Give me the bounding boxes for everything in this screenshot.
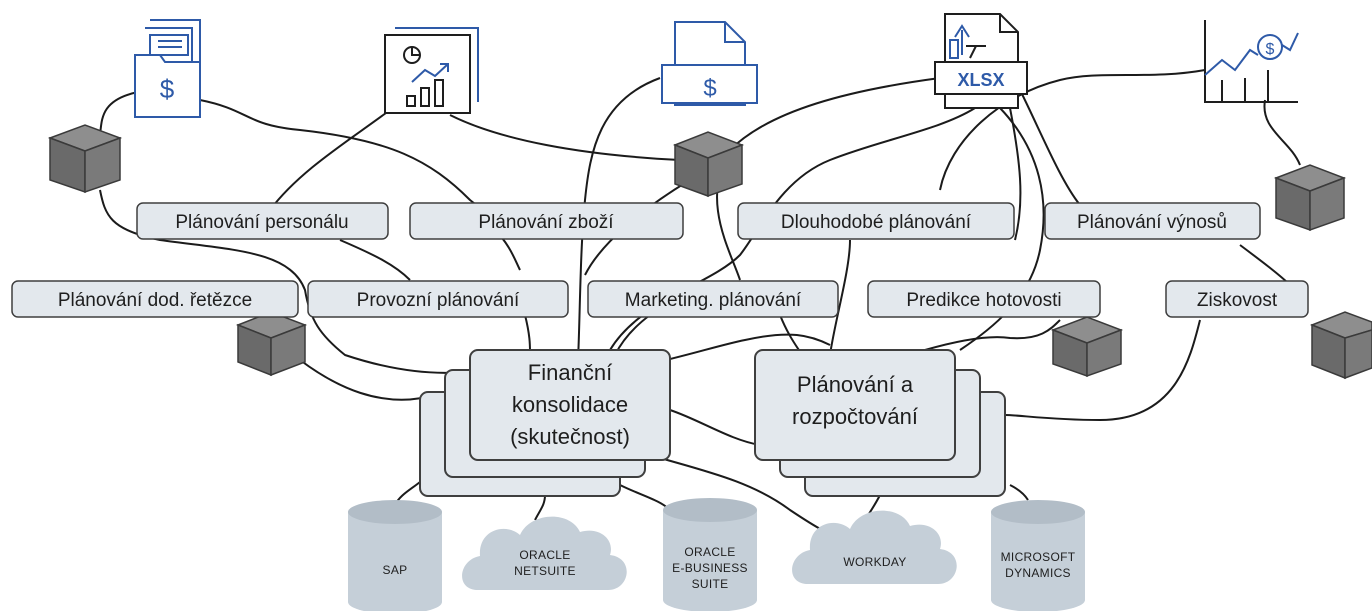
svg-text:Plánování zboží: Plánování zboží <box>478 212 614 233</box>
source-line: MICROSOFT <box>1001 550 1076 564</box>
source-line: SUITE <box>692 577 729 591</box>
svg-text:$: $ <box>1266 41 1275 58</box>
label-planovani-vynosu: Plánování výnosů <box>1044 202 1261 240</box>
source-line: DYNAMICS <box>1005 566 1071 580</box>
cube-icon <box>672 131 745 198</box>
svg-text:Dlouhodobé plánování: Dlouhodobé plánování <box>781 212 972 233</box>
hub-line: konsolidace <box>512 392 628 417</box>
svg-text:$: $ <box>160 74 175 104</box>
label-planovani-personalu: Plánování personálu <box>136 202 389 240</box>
source-microsoft-dynamics: MICROSOFT DYNAMICS <box>991 500 1085 611</box>
svg-text:Plánování personálu: Plánování personálu <box>175 212 348 233</box>
svg-text:Ziskovost: Ziskovost <box>1197 290 1278 311</box>
svg-text:Plánování dod. řetězce: Plánování dod. řetězce <box>58 290 252 311</box>
connector <box>99 189 466 374</box>
connector <box>1004 319 1201 422</box>
connector <box>644 333 831 366</box>
source-oracle-netsuite: ORACLE NETSUITE <box>462 516 627 590</box>
source-line: SAP <box>383 563 408 577</box>
connector <box>1239 244 1291 286</box>
label-planovani-zbozi: Plánování zboží <box>409 202 684 240</box>
connector <box>959 107 1045 351</box>
connector <box>339 239 411 281</box>
label-planovani-dod-retezce: Plánování dod. řetězce <box>11 280 299 318</box>
connector <box>939 69 1206 191</box>
connector <box>1019 89 1081 206</box>
folder-dollar-icon: $ <box>134 19 201 118</box>
connector <box>269 109 391 211</box>
label-predikce-hotovosti: Predikce hotovosti <box>867 280 1101 318</box>
cube-icon <box>1050 316 1124 378</box>
hub-line: rozpočtování <box>792 404 918 429</box>
report-chart-icon <box>384 27 479 114</box>
connector <box>829 239 851 356</box>
svg-text:Provozní plánování: Provozní plánování <box>357 290 520 311</box>
hub-line: Finanční <box>528 360 612 385</box>
source-oracle-ebs: ORACLE E-BUSINESS SUITE <box>663 498 757 611</box>
connector <box>99 91 139 136</box>
svg-text:Marketing. plánování: Marketing. plánování <box>625 290 802 311</box>
svg-text:XLSX: XLSX <box>957 70 1004 90</box>
source-workday: WORKDAY <box>792 510 957 584</box>
source-line: ORACLE <box>684 545 735 559</box>
invoice-dollar-icon: $ <box>661 21 758 106</box>
connector <box>299 359 423 401</box>
connector <box>1009 484 1029 501</box>
connector <box>1263 99 1301 166</box>
connector <box>577 77 661 361</box>
label-dlouhodobe-planovani: Dlouhodobé plánování <box>737 202 1015 240</box>
connector <box>924 319 1061 351</box>
xlsx-file-icon: XLSX <box>934 13 1028 109</box>
connector <box>524 314 531 353</box>
source-line: WORKDAY <box>843 555 906 569</box>
source-line: NETSUITE <box>514 564 576 578</box>
hub-line: (skutečnost) <box>510 424 630 449</box>
connector <box>716 77 941 281</box>
trend-chart-icon: $ <box>1204 20 1299 103</box>
svg-text:$: $ <box>703 75 716 102</box>
hub-line: Plánování a <box>797 372 914 397</box>
hub-planovani-rozpoctovani: Plánování a rozpočtování <box>754 349 1006 497</box>
connector <box>669 409 761 446</box>
cube-icon <box>1309 311 1372 380</box>
connector <box>1009 107 1022 241</box>
hub-financni-konsolidace: Finanční konsolidace (skutečnost) <box>419 349 671 497</box>
label-marketing-planovani: Marketing. plánování <box>587 280 839 318</box>
label-provozni-planovani: Provozní plánování <box>307 280 569 318</box>
source-sap: SAP <box>348 500 442 611</box>
connector <box>449 114 681 161</box>
cube-icon <box>1273 164 1347 232</box>
svg-text:Plánování výnosů: Plánování výnosů <box>1077 212 1227 233</box>
cube-icon <box>235 311 308 377</box>
source-line: E-BUSINESS <box>672 561 748 575</box>
connector <box>619 484 671 511</box>
connector <box>534 494 546 521</box>
label-ziskovost: Ziskovost <box>1165 280 1309 318</box>
svg-text:Predikce hotovosti: Predikce hotovosti <box>906 290 1061 311</box>
source-line: ORACLE <box>519 548 570 562</box>
cube-icon <box>47 124 123 194</box>
